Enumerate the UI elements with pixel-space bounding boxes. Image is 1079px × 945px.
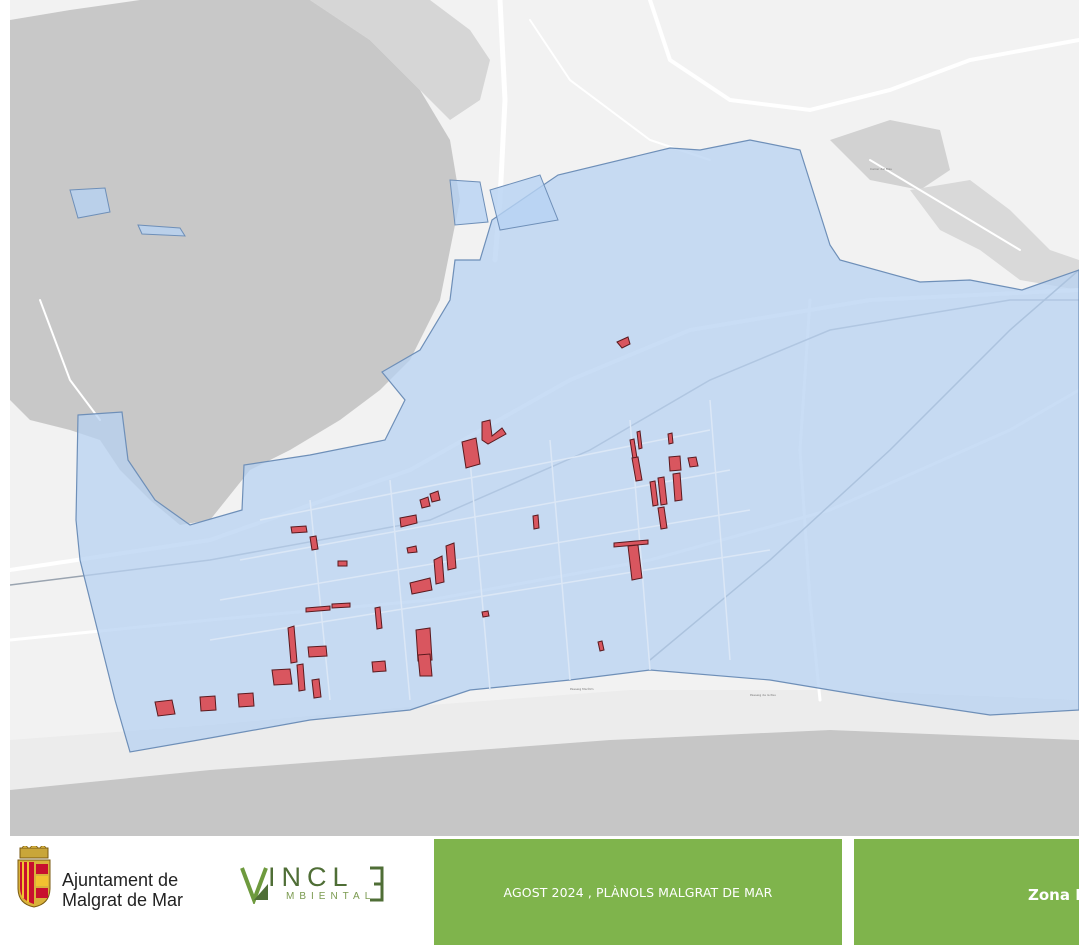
plot <box>481 419 507 445</box>
plot <box>627 544 643 581</box>
plot <box>613 539 649 548</box>
plot <box>649 480 659 507</box>
plot <box>307 645 328 658</box>
plot <box>433 555 445 585</box>
plot <box>409 577 433 595</box>
plot <box>271 668 293 686</box>
date-title: AGOST 2024 , PLÀNOLS MALGRAT DE MAR <box>503 885 773 900</box>
plot <box>154 699 176 717</box>
svg-text:Passeig de la Pau: Passeig de la Pau <box>750 693 776 697</box>
forest-area-east <box>830 120 950 190</box>
plot <box>406 545 418 554</box>
ajuntament-line2: Malgrat de Mar <box>62 890 184 910</box>
plot <box>657 476 668 506</box>
ajuntament-name: Ajuntament de Malgrat de Mar <box>62 870 183 910</box>
plot <box>287 625 298 664</box>
date-title-panel: AGOST 2024 , PLÀNOLS MALGRAT DE MAR <box>434 839 842 945</box>
plot <box>415 627 433 662</box>
plot <box>290 525 308 534</box>
forest-area-north <box>310 0 490 120</box>
plot <box>616 336 631 349</box>
plot <box>597 640 605 652</box>
plot <box>237 692 255 708</box>
plot <box>657 506 668 530</box>
study-zone-fragment-north2[interactable] <box>489 174 559 231</box>
beach-strip <box>10 690 1079 790</box>
plot <box>631 456 643 482</box>
plot <box>311 678 322 699</box>
map-view[interactable]: Passeig Marítim Passeig de la Pau Carrer… <box>10 0 1079 836</box>
plot <box>532 514 540 530</box>
plot <box>199 695 217 712</box>
study-zone-polygon[interactable] <box>75 139 1079 753</box>
plot <box>481 610 490 618</box>
plot <box>687 456 699 468</box>
plot <box>445 542 457 571</box>
study-zone-fragment-lake[interactable] <box>137 224 186 237</box>
forest-area <box>10 0 460 525</box>
plot <box>331 602 351 609</box>
plot <box>305 605 331 613</box>
plot <box>668 455 682 472</box>
map-canvas[interactable]: Passeig Marítim Passeig de la Pau Carrer… <box>10 0 1079 836</box>
ajuntament-line1: Ajuntament de <box>62 870 179 890</box>
plot <box>672 472 683 502</box>
study-zone-fragment-nw[interactable] <box>69 187 111 219</box>
plot <box>417 653 433 677</box>
vincle-subtitle: MBIENTAL <box>286 891 376 902</box>
plot <box>337 560 348 567</box>
plot <box>309 535 319 551</box>
vincle-word: INCL <box>268 862 354 892</box>
plot <box>429 490 441 503</box>
street-grid <box>209 399 771 701</box>
ajuntament-crest-icon <box>17 846 51 908</box>
plot <box>399 514 418 528</box>
zone-title-panel: Zona I <box>854 839 1079 945</box>
sea-area <box>10 730 1079 836</box>
highlighted-plots[interactable] <box>154 336 699 717</box>
plot <box>636 430 643 450</box>
zone-title: Zona I <box>1028 886 1079 904</box>
vincle-logo-icon <box>240 866 384 904</box>
plot <box>419 496 431 509</box>
plot <box>374 606 383 630</box>
plot <box>296 663 306 692</box>
study-zone-fragment-north[interactable] <box>449 179 489 226</box>
footer-bar: Ajuntament de Malgrat de Mar INCL MBIENT… <box>0 836 1079 945</box>
svg-text:Carrer del Mas: Carrer del Mas <box>870 167 892 171</box>
plot <box>667 432 674 445</box>
plot <box>371 660 387 673</box>
plot <box>461 437 481 469</box>
street-labels: Passeig Marítim Passeig de la Pau Carrer… <box>570 167 892 697</box>
svg-text:Passeig Marítim: Passeig Marítim <box>570 687 594 691</box>
